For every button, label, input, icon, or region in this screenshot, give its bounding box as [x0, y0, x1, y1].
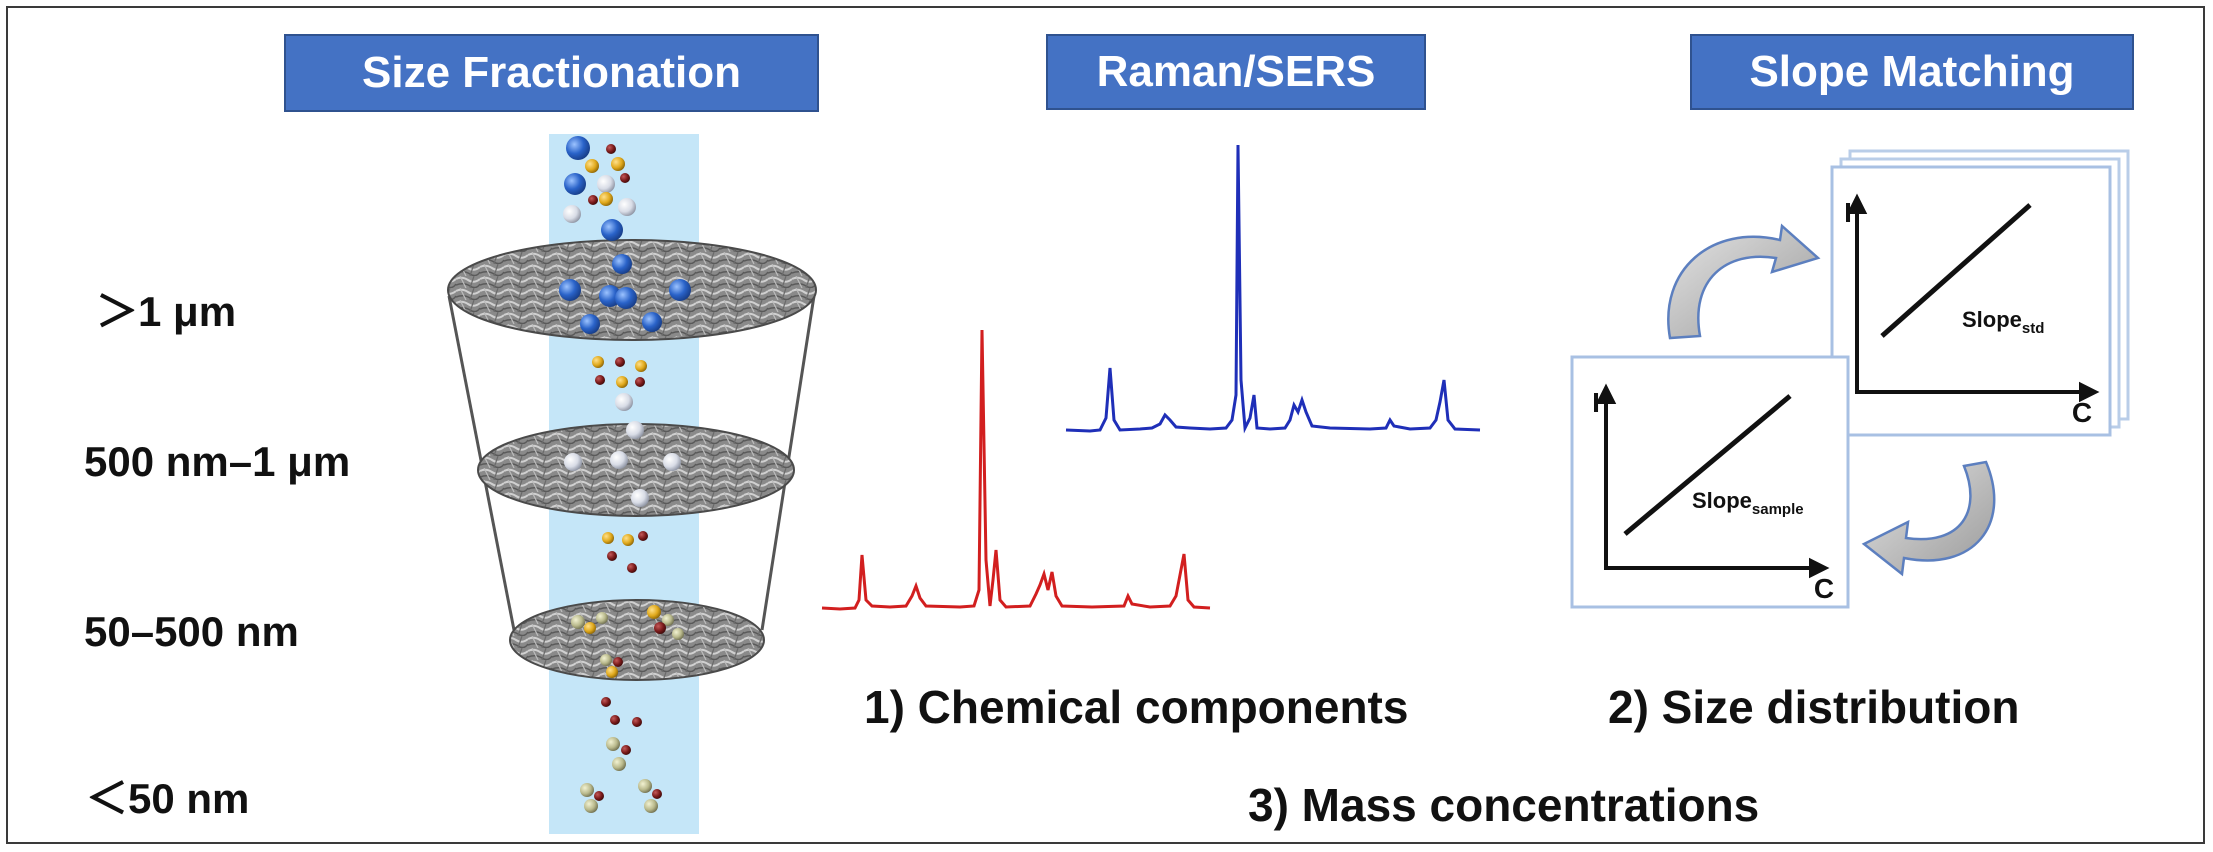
size-label-lt-50nm: ＜50 nm — [86, 775, 250, 822]
size-label-50-500nm: 50–500 nm — [84, 608, 299, 655]
raman-sers-banner: Raman/SERS — [1046, 34, 1426, 110]
particles-membrane-1 — [559, 279, 691, 334]
std-y-axis-label: I — [1844, 197, 1852, 228]
sample-x-axis-label: C — [1814, 573, 1834, 604]
particles-membrane-2 — [564, 421, 681, 507]
size-label-gt-1um: ＞1 μm — [96, 288, 237, 335]
caption-chemical-components: 1) Chemical components — [864, 681, 1409, 733]
filter-membrane-3 — [509, 599, 765, 681]
particles-gap-1 — [592, 356, 647, 411]
raman-spectrum-blue — [1065, 144, 1481, 434]
particles-membrane-3 — [571, 605, 684, 678]
std-x-axis-label: C — [2072, 397, 2092, 428]
plot-sample-frame — [1570, 355, 1850, 609]
plot-std-axes — [1846, 193, 2100, 403]
sample-y-axis-label: I — [1592, 387, 1600, 418]
particles-top — [563, 136, 636, 274]
curved-arrow-top — [1667, 223, 1821, 340]
plot-sample-axes — [1595, 383, 1830, 579]
particles-gap-2 — [602, 531, 648, 573]
caption-mass-concentrations: 3) Mass concentrations — [1248, 779, 1760, 831]
particles-bottom — [580, 697, 662, 813]
raman-spectrum-red — [821, 329, 1211, 611]
figure-frame — [6, 6, 2205, 844]
size-label-500nm-1um: 500 nm–1 μm — [84, 438, 351, 485]
slope-matching-banner: Slope Matching — [1690, 34, 2134, 110]
curved-arrow-bottom — [1861, 460, 1996, 577]
size-fractionation-banner: Size Fractionation — [284, 34, 819, 112]
caption-size-distribution: 2) Size distribution — [1608, 681, 2020, 733]
slope-sample-label: Slopesample — [1692, 488, 1804, 518]
slope-std-label: Slopestd — [1962, 307, 2044, 337]
